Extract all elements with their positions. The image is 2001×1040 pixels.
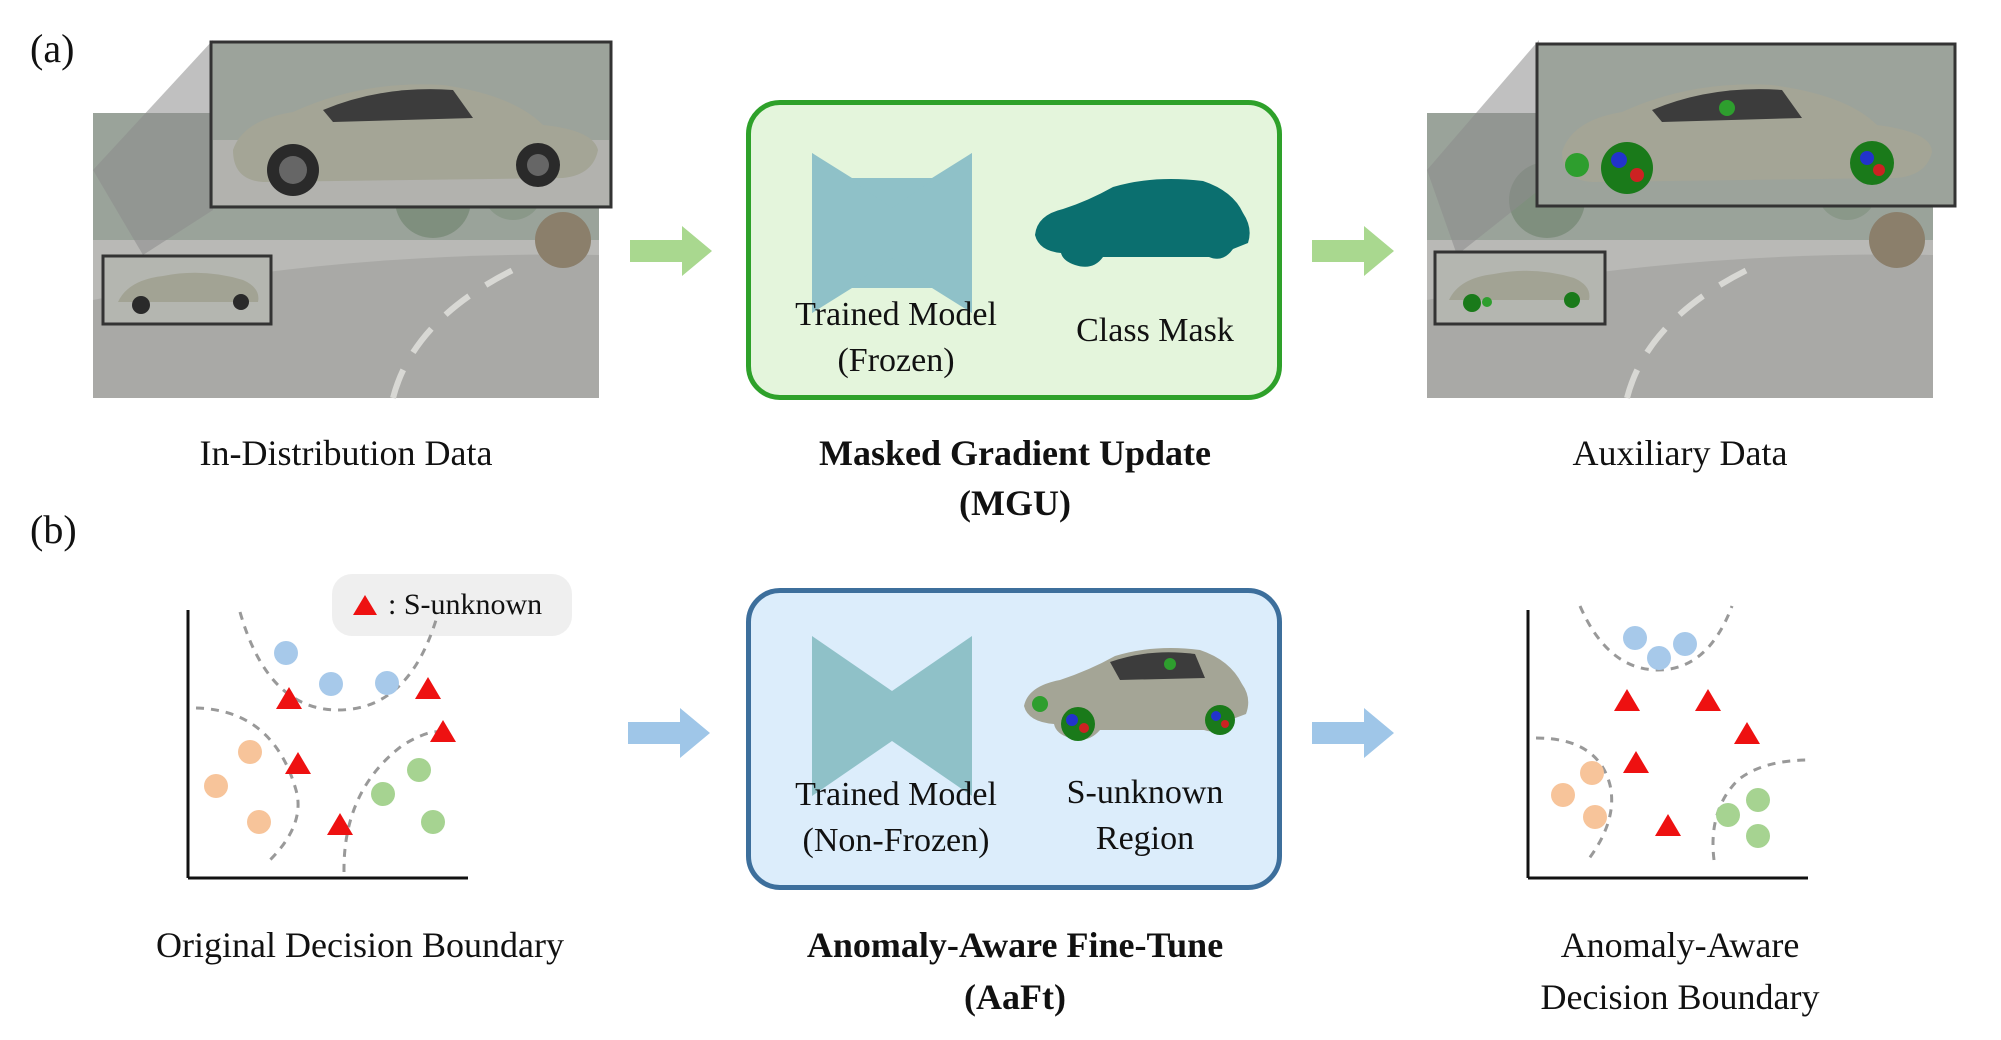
original-boundary-caption: Original Decision Boundary [156, 925, 564, 965]
s-unknown-point [1655, 814, 1681, 836]
auxiliary-caption: Auxiliary Data [1572, 433, 1788, 473]
s-unknown-point [1623, 751, 1649, 773]
triangle-icon [353, 595, 377, 615]
s-unknown-point [415, 677, 441, 699]
class-mask-icon [1035, 179, 1250, 267]
s-unknown-point [430, 720, 456, 742]
blue-point [1623, 626, 1647, 650]
orange-point [238, 740, 262, 764]
s-unknown-legend: : S-unknown [332, 574, 572, 636]
auxiliary-scene-image [1427, 40, 1957, 399]
arrow-right-icon [628, 708, 710, 758]
frozen-model-icon [812, 153, 972, 313]
trainable-model-icon [812, 636, 972, 796]
aaft-caption-line1: Anomaly-Aware Fine-Tune [806, 925, 1224, 965]
s-unknown-legend-text: : S-unknown [388, 588, 543, 621]
in-distribution-scene-image [93, 40, 613, 399]
orange-point [247, 810, 271, 834]
s-unknown-region-label-line2: Region [1095, 820, 1195, 857]
green-point [421, 810, 445, 834]
arrow-right-icon [630, 226, 712, 276]
green-point [1746, 824, 1770, 848]
s-unknown-region-label-line1: S-unknown [1066, 774, 1224, 811]
anomaly-aware-caption-line2: Decision Boundary [1540, 977, 1820, 1017]
green-point [1746, 788, 1770, 812]
s-unknown-region-label: S-unknown Region [1030, 770, 1260, 862]
blue-point [1673, 632, 1697, 656]
anomaly-aware-caption-line1: Anomaly-Aware [1560, 925, 1800, 965]
arrow-right-icon [1312, 226, 1394, 276]
green-point [371, 782, 395, 806]
s-unknown-point [1614, 689, 1640, 711]
orange-point [1580, 761, 1604, 785]
frozen-model-label-line1: Trained Model [795, 296, 997, 333]
frozen-model-label: Trained Model (Frozen) [772, 292, 1020, 384]
orange-point [1583, 805, 1607, 829]
blue-point [375, 671, 399, 695]
trainable-model-label-line2: (Non-Frozen) [802, 822, 990, 859]
green-point [1716, 803, 1740, 827]
frozen-model-label-line2: (Frozen) [837, 342, 955, 379]
aaft-caption-line2: (AaFt) [964, 977, 1066, 1017]
orange-point [204, 774, 228, 798]
s-unknown-point [1734, 722, 1760, 744]
s-unknown-point [276, 687, 302, 709]
blue-point [319, 672, 343, 696]
panel-a-tag: (a) [30, 26, 75, 71]
panel-b-tag: (b) [30, 507, 77, 552]
orange-point [1551, 783, 1575, 807]
anomaly-aware-boundary-plot [1526, 605, 1811, 880]
blue-point [274, 641, 298, 665]
in-distribution-caption: In-Distribution Data [199, 433, 493, 473]
blue-point [1647, 646, 1671, 670]
trainable-model-label-line1: Trained Model [795, 776, 997, 813]
original-decision-boundary-plot [186, 610, 468, 880]
s-unknown-point [285, 752, 311, 774]
mgu-caption-line1: Masked Gradient Update [818, 433, 1211, 473]
arrow-right-icon [1312, 708, 1394, 758]
s-unknown-point [327, 813, 353, 835]
s-unknown-point [1695, 689, 1721, 711]
green-point [407, 758, 431, 782]
trainable-model-label: Trained Model (Non-Frozen) [772, 772, 1020, 864]
s-unknown-car-icon [1024, 648, 1249, 741]
class-mask-label: Class Mask [1076, 312, 1234, 349]
mgu-caption-line2: (MGU) [959, 483, 1071, 523]
